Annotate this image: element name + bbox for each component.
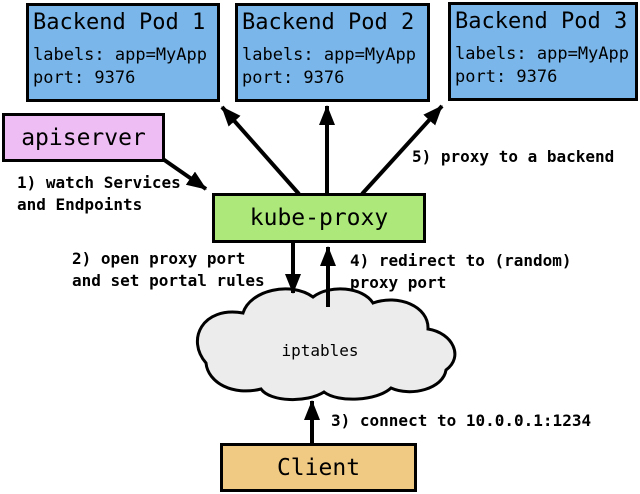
backend-pod-3-port: port: 9376 [455, 67, 558, 87]
kube-proxy-label: kube-proxy [249, 205, 389, 231]
backend-pod-2-title: Backend Pod 2 [242, 10, 415, 35]
backend-pod-1-port: port: 9376 [33, 68, 136, 88]
backend-pod-1-title: Backend Pod 1 [33, 10, 206, 35]
iptables-label: iptables [281, 341, 359, 360]
iptables-cloud [195, 287, 457, 402]
step-label-1: 1) watch Services and Endpoints [17, 173, 181, 214]
backend-pod-1-box: Backend Pod 1 labels: app=MyApp port: 93… [26, 3, 220, 102]
step-label-2: 2) open proxy port and set portal rules [72, 249, 265, 290]
backend-pod-2-port: port: 9376 [242, 68, 345, 88]
backend-pod-2-labels: labels: app=MyApp [242, 45, 416, 65]
arrow-kubeproxy-to-pod1 [220, 105, 301, 196]
backend-pod-3-labels: labels: app=MyApp [455, 44, 629, 64]
arrow-kubeproxy-to-pod3 [360, 104, 444, 196]
apiserver-label: apiserver [21, 124, 146, 151]
backend-pod-2-box: Backend Pod 2 labels: app=MyApp port: 93… [235, 3, 430, 102]
client-label: Client [276, 454, 361, 481]
arrow-apiserver-to-kubeproxy [158, 155, 208, 191]
step-label-5: 5) proxy to a backend [412, 147, 615, 166]
client-box: Client [220, 443, 417, 492]
kube-proxy-box: kube-proxy [212, 193, 426, 243]
backend-pod-3-box: Backend Pod 3 labels: app=MyApp port: 93… [448, 2, 638, 101]
step-label-4: 4) redirect to (random) proxy port [350, 251, 572, 292]
backend-pod-3-title: Backend Pod 3 [455, 9, 628, 34]
backend-pod-1-labels: labels: app=MyApp [33, 45, 207, 65]
step-label-3: 3) connect to 10.0.0.1:1234 [331, 411, 592, 430]
apiserver-box: apiserver [2, 113, 165, 162]
